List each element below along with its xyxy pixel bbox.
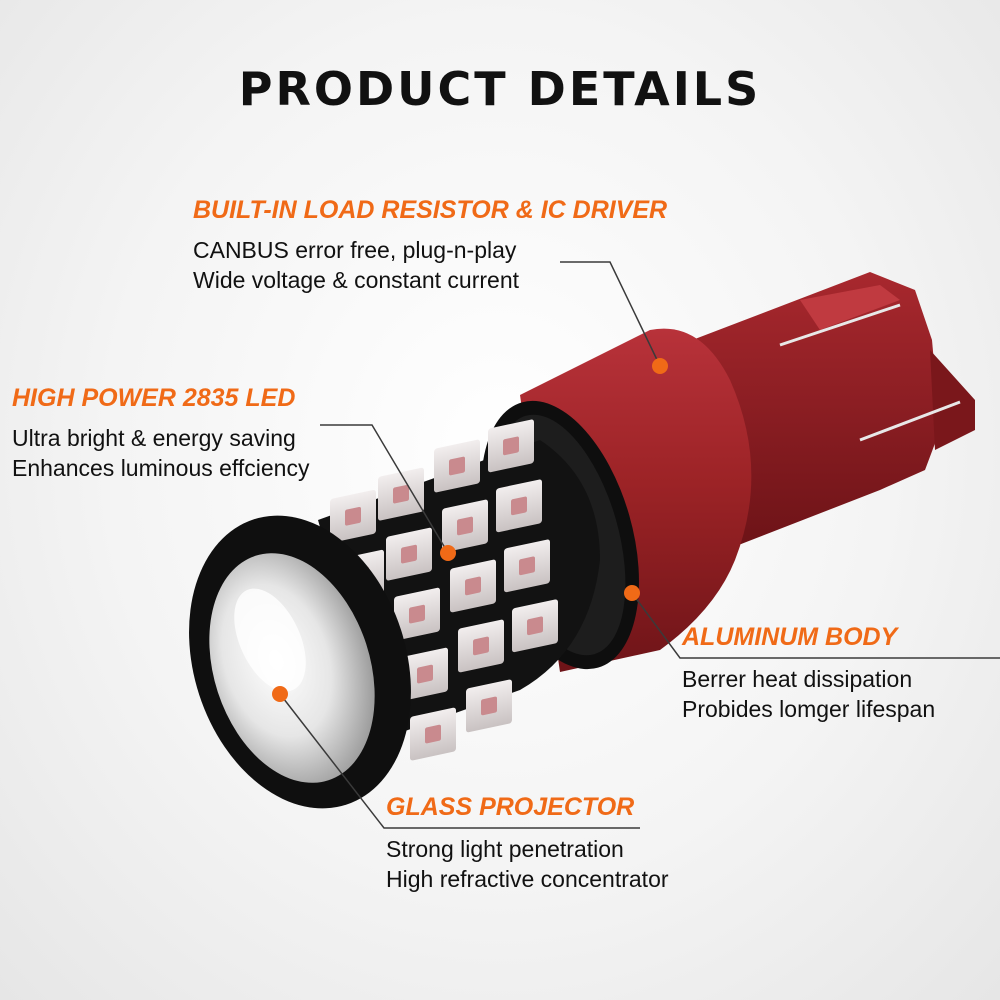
callout-glass-projector: GLASS PROJECTOR Strong light penetration… bbox=[386, 793, 669, 894]
led-chip-die bbox=[527, 616, 543, 636]
dot-led bbox=[440, 545, 456, 561]
led-chip-die bbox=[417, 664, 433, 684]
led-chip-die bbox=[393, 484, 409, 504]
callout-heading: HIGH POWER 2835 LED bbox=[12, 384, 296, 412]
callout-description: Berrer heat dissipation Probides lomger … bbox=[682, 664, 935, 724]
led-chip-die bbox=[457, 516, 473, 536]
led-chip-die bbox=[503, 436, 519, 456]
callout-line: High refractive concentrator bbox=[386, 866, 669, 892]
led-chip-die bbox=[511, 496, 527, 516]
glass-projector-lens bbox=[189, 515, 411, 809]
callout-heading: ALUMINUM BODY bbox=[682, 623, 898, 651]
led-chip-die bbox=[519, 556, 535, 576]
dot-body bbox=[624, 585, 640, 601]
callout-line: Ultra bright & energy saving bbox=[12, 425, 296, 451]
leader-line-glass bbox=[279, 693, 640, 829]
led-chip-die bbox=[465, 576, 481, 596]
leader-line-body bbox=[631, 592, 1000, 659]
led-chip-die bbox=[449, 456, 465, 476]
led-chip-die bbox=[425, 724, 441, 744]
callout-description: Strong light penetration High refractive… bbox=[386, 834, 669, 894]
dot-resistor bbox=[652, 358, 668, 374]
led-chip-die bbox=[481, 696, 497, 716]
callout-description: CANBUS error free, plug-n-play Wide volt… bbox=[193, 235, 667, 295]
leader-line-resistor bbox=[560, 261, 661, 367]
callout-aluminum-body: ALUMINUM BODY Berrer heat dissipation Pr… bbox=[682, 623, 935, 724]
callout-dots bbox=[272, 358, 668, 702]
callout-description: Ultra bright & energy saving Enhances lu… bbox=[12, 423, 309, 483]
led-chip-die bbox=[473, 636, 489, 656]
callout-line: Enhances luminous effciency bbox=[12, 455, 310, 481]
callout-line: Probides lomger lifespan bbox=[682, 696, 936, 722]
dot-glass bbox=[272, 686, 288, 702]
leader-line-led bbox=[320, 424, 449, 554]
callout-line: Strong light penetration bbox=[386, 836, 624, 862]
callout-line: Berrer heat dissipation bbox=[682, 666, 913, 692]
callout-line: Wide voltage & constant current bbox=[193, 267, 519, 293]
leader-lines bbox=[279, 261, 1000, 829]
led-chip-die bbox=[409, 604, 425, 624]
callout-line: CANBUS error free, plug-n-play bbox=[193, 237, 517, 263]
led-chip-die bbox=[401, 544, 417, 564]
callout-high-power-led: HIGH POWER 2835 LED Ultra bright & energ… bbox=[12, 384, 309, 483]
page-title: PRODUCT DETAILS bbox=[238, 62, 762, 116]
led-chip-die bbox=[345, 506, 361, 526]
callout-load-resistor: BUILT-IN LOAD RESISTOR & IC DRIVER CANBU… bbox=[193, 196, 667, 295]
callout-heading: BUILT-IN LOAD RESISTOR & IC DRIVER bbox=[193, 196, 668, 224]
callout-heading: GLASS PROJECTOR bbox=[386, 793, 635, 821]
